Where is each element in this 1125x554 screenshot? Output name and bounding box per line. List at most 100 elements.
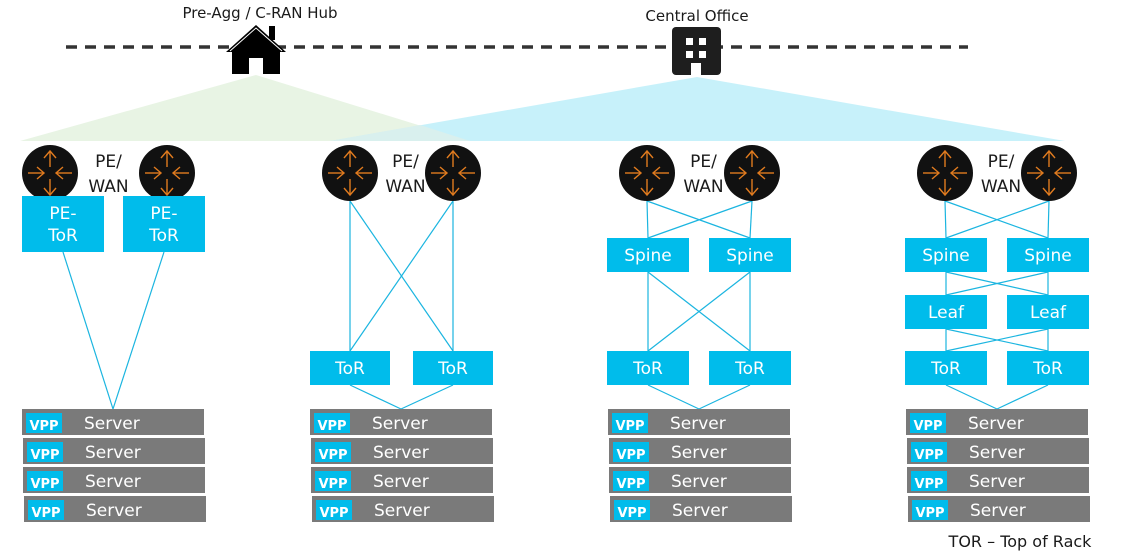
vpp-label: VPP — [318, 448, 347, 463]
link — [62, 251, 114, 410]
vpp-tag — [612, 413, 648, 433]
server-label: Server — [85, 472, 141, 492]
footnote: TOR – Top of Rack — [948, 532, 1093, 551]
pe-wan-router — [22, 145, 78, 201]
server-label: Server — [373, 443, 429, 463]
link — [698, 384, 751, 410]
vpp-tag — [912, 500, 948, 520]
vpp-tag — [911, 471, 947, 491]
server-label: Server — [969, 443, 1025, 463]
server-label: Server — [968, 414, 1024, 434]
switch-leaf: Leaf — [1007, 295, 1089, 329]
link — [349, 200, 454, 352]
switch-spine-label: Spine — [624, 246, 672, 266]
vpp-label: VPP — [615, 419, 644, 434]
vpp-label: VPP — [617, 506, 646, 521]
links — [62, 200, 1050, 410]
router-arrows-icon — [1027, 149, 1071, 197]
vpp-tag — [911, 442, 947, 462]
switch-leaf-box — [905, 295, 987, 329]
switch-spine-box — [905, 238, 987, 272]
vpp-tag — [26, 413, 62, 433]
link — [647, 271, 751, 352]
switch-leaf-label: Leaf — [928, 303, 965, 323]
switch-pe-tor-box — [22, 196, 104, 252]
switch-tor-label: ToR — [1032, 359, 1063, 379]
switch-pe-tor-label: PE- — [150, 204, 177, 224]
switch-tor-box — [1007, 351, 1089, 385]
switch-spine: Spine — [905, 238, 987, 272]
switch-tor: ToR — [413, 351, 493, 385]
vpp-tag — [613, 471, 649, 491]
vpp-label: VPP — [317, 419, 346, 434]
pe-wan-router — [1021, 145, 1077, 201]
vpp-tag — [314, 413, 350, 433]
server-label: Server — [374, 501, 430, 521]
switch-spine-label: Spine — [1024, 246, 1072, 266]
router-label: WAN — [981, 177, 1021, 197]
switch-pe-tor: PE-ToR — [123, 196, 205, 252]
vpp-label: VPP — [914, 477, 943, 492]
house-icon — [226, 25, 286, 74]
vpp-label: VPP — [915, 506, 944, 521]
router-arrows-icon — [328, 149, 372, 197]
server-label: Server — [969, 472, 1025, 492]
router-arrows-icon — [145, 149, 189, 197]
switch-spine-label: Spine — [726, 246, 774, 266]
router-body — [322, 145, 378, 201]
link — [945, 328, 1049, 352]
switch-tor: ToR — [905, 351, 987, 385]
router-arrows-icon — [28, 149, 72, 197]
switch-spine-label: Spine — [922, 246, 970, 266]
vpp-label: VPP — [29, 419, 58, 434]
link — [647, 200, 753, 239]
vpp-label: VPP — [914, 448, 943, 463]
pe-wan-router — [322, 145, 378, 201]
server-label: Server — [85, 443, 141, 463]
router-label: PE/ — [392, 152, 419, 172]
vpp-tag — [27, 471, 63, 491]
router-body — [425, 145, 481, 201]
router-label: WAN — [683, 177, 723, 197]
pe-wan-router — [139, 145, 195, 201]
server-row: VPP Server — [310, 409, 492, 435]
vpp-label: VPP — [616, 477, 645, 492]
link — [945, 384, 998, 410]
switch-spine-box — [607, 238, 689, 272]
switch-pe-tor-label: ToR — [148, 226, 179, 246]
link — [996, 384, 1049, 410]
link — [944, 200, 947, 239]
switch-tor: ToR — [607, 351, 689, 385]
switch-tor-box — [709, 351, 791, 385]
building-icon — [672, 27, 721, 75]
switch-pe-tor-label: ToR — [47, 226, 78, 246]
vpp-label: VPP — [31, 506, 60, 521]
vpp-tag — [316, 500, 352, 520]
server-label: Server — [372, 414, 428, 434]
server-row: VPP Server — [907, 438, 1089, 464]
router-body — [1021, 145, 1077, 201]
switch-spine: Spine — [607, 238, 689, 272]
switch-tor-box — [310, 351, 390, 385]
fan-overlap — [330, 125, 470, 141]
vpp-tag — [28, 500, 64, 520]
router-label: WAN — [88, 177, 128, 197]
vpp-label: VPP — [30, 448, 59, 463]
switch-spine: Spine — [1007, 238, 1089, 272]
switch-spine: Spine — [709, 238, 791, 272]
coverage-fans — [20, 75, 1065, 141]
router-body — [724, 145, 780, 201]
vpp-tag — [910, 413, 946, 433]
central-office-coverage-fan — [330, 77, 1065, 141]
server-label: Server — [373, 472, 429, 492]
link — [400, 384, 454, 410]
server-row: VPP Server — [907, 467, 1089, 493]
vpp-label: VPP — [616, 448, 645, 463]
router-label: WAN — [385, 177, 425, 197]
